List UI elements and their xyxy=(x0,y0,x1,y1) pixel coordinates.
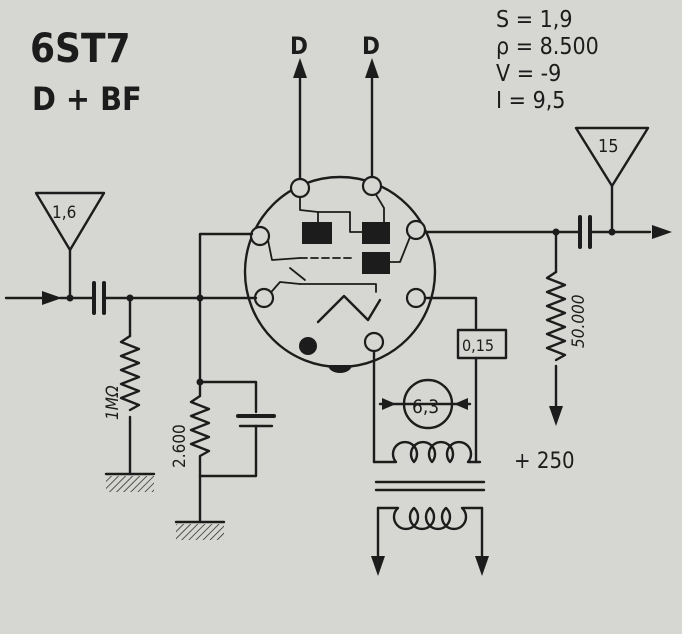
parameter-line: V = -9 xyxy=(496,61,561,87)
input-arrow xyxy=(4,291,62,305)
tube-key-dot xyxy=(299,337,317,355)
supply-voltage-label: + 250 xyxy=(514,449,575,474)
output-level-label: 15 xyxy=(598,136,619,157)
filament-circuit xyxy=(372,296,508,464)
plate-resistor-label: 50.000 xyxy=(569,295,589,349)
filament-transformer xyxy=(371,440,489,576)
filament-voltage-label: 6,3 xyxy=(412,396,439,418)
output-level-indicator xyxy=(574,126,650,234)
tube-electrodes xyxy=(249,175,427,373)
ground-symbol xyxy=(176,524,224,540)
output-d-left-label: D xyxy=(290,32,308,60)
input-coupling-capacitor xyxy=(92,281,106,315)
plate-resistor xyxy=(545,230,567,426)
triode-plate xyxy=(362,252,390,274)
output-d-right-label: D xyxy=(362,32,380,60)
input-level-label: 1,6 xyxy=(52,203,76,223)
cathode-resistor-label: 2.600 xyxy=(170,424,190,468)
parameter-line: ρ = 8.500 xyxy=(496,34,599,60)
grid-resistor xyxy=(104,296,156,492)
diode-plate-2 xyxy=(362,222,390,244)
output-d-right-arrow xyxy=(365,58,379,184)
ground-symbol xyxy=(106,476,154,492)
filament-voltage-circle xyxy=(402,378,454,430)
input-level-indicator xyxy=(34,191,106,302)
grid-resistor-label: 1MΩ xyxy=(103,385,123,420)
parameter-line: I = 9,5 xyxy=(496,88,565,114)
output-arrow xyxy=(652,225,672,239)
parameters-block: S = 1,9 ρ = 8.500 V = -9 I = 9,5 xyxy=(496,7,599,114)
tube-function-label: D + BF xyxy=(32,80,142,118)
tube-envelope xyxy=(243,175,437,369)
tube-type-label: 6ST7 xyxy=(30,26,131,72)
output-d-left-arrow xyxy=(293,58,307,190)
cathode-network xyxy=(174,232,276,540)
filament-current-label: 0,15 xyxy=(462,336,494,355)
output-coupling-capacitor xyxy=(578,215,592,249)
parameter-line: S = 1,9 xyxy=(496,7,573,33)
diode-plate-1 xyxy=(302,222,332,244)
